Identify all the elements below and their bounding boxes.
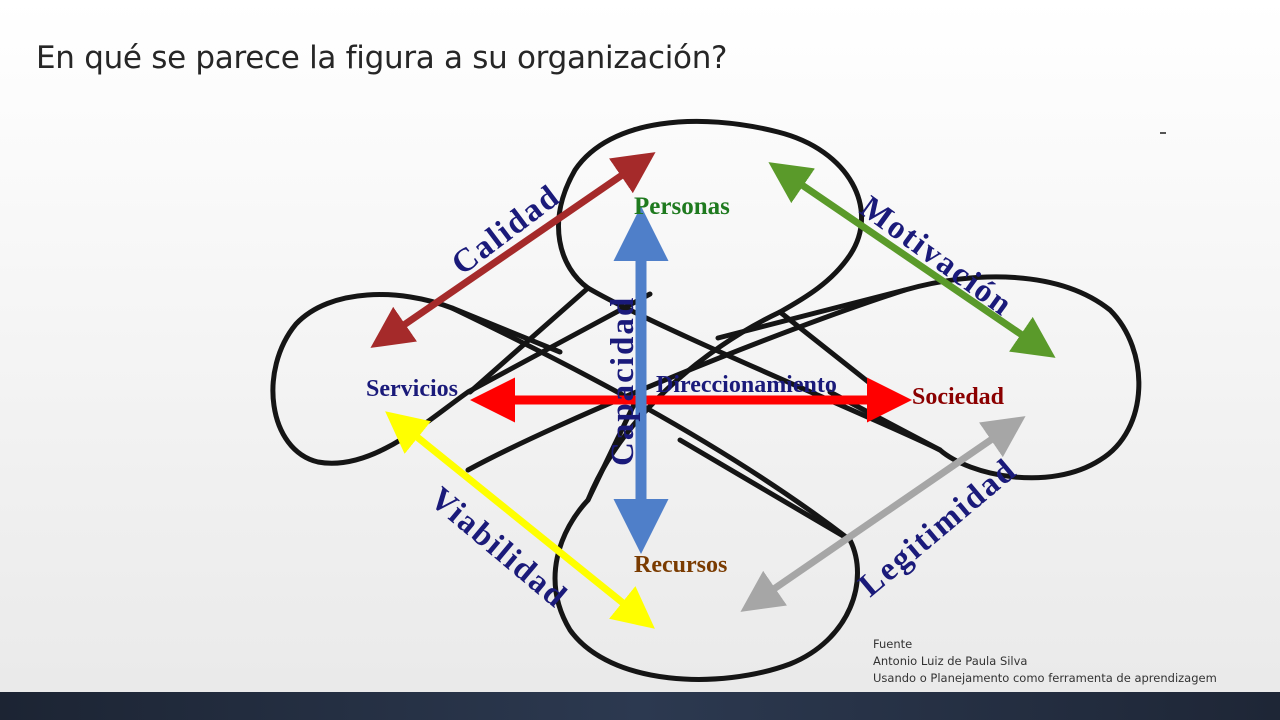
legitimidad-arrow xyxy=(740,416,1026,612)
calidad-arrow xyxy=(370,152,656,348)
label-calidad: Calidad xyxy=(445,178,567,283)
source-work: Usando o Planejamento como ferramenta de… xyxy=(873,671,1217,685)
label-capacidad: Capacidad xyxy=(605,296,641,466)
label-motivacion: Motivación xyxy=(853,189,1019,324)
slide-title: En qué se parece la figura a su organiza… xyxy=(36,40,728,76)
source-citation: Fuente Antonio Luiz de Paula Silva Usand… xyxy=(873,636,1217,687)
source-author: Antonio Luiz de Paula Silva xyxy=(873,654,1028,668)
node-recursos: Recursos xyxy=(634,552,727,578)
source-heading: Fuente xyxy=(873,637,913,651)
motivacion-arrow xyxy=(768,162,1056,358)
knot-bottom-loop xyxy=(552,389,860,682)
node-servicios: Servicios xyxy=(366,376,458,402)
node-personas: Personas xyxy=(634,193,730,220)
knot-top-loop xyxy=(467,118,879,395)
node-direccionamiento: Direccionamiento xyxy=(656,372,837,398)
node-sociedad: Sociedad xyxy=(912,384,1005,410)
stray-mark xyxy=(1160,132,1166,134)
footer-bar xyxy=(0,692,1280,720)
viabilidad-arrow xyxy=(385,411,655,629)
